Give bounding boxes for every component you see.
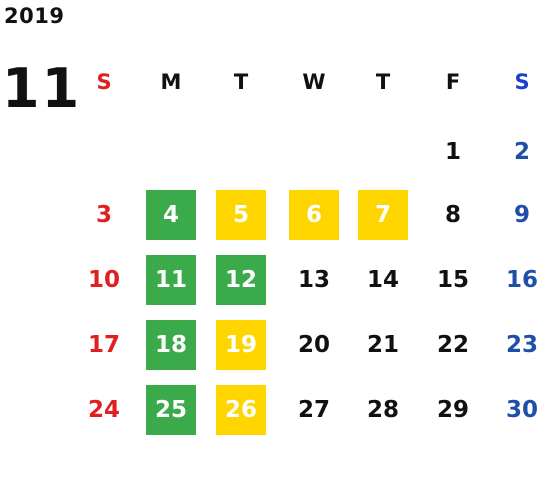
day-cell-5[interactable]: 5 xyxy=(216,190,266,240)
day-cell-15[interactable]: 15 xyxy=(436,267,469,293)
weekday-label-4: T xyxy=(375,70,391,94)
weekday-label-1: M xyxy=(160,70,182,94)
day-cell-14[interactable]: 14 xyxy=(366,267,399,293)
day-cell-17[interactable]: 17 xyxy=(87,332,120,358)
day-cell-16[interactable]: 16 xyxy=(505,267,538,293)
day-cell-24[interactable]: 24 xyxy=(87,397,120,423)
day-cell-29[interactable]: 29 xyxy=(436,397,469,423)
weekday-label-5: F xyxy=(445,70,461,94)
year-label: 2019 xyxy=(4,4,65,28)
weekday-label-2: T xyxy=(233,70,249,94)
day-cell-18[interactable]: 18 xyxy=(146,320,196,370)
day-cell-13[interactable]: 13 xyxy=(297,267,330,293)
day-cell-22[interactable]: 22 xyxy=(436,332,469,358)
day-cell-28[interactable]: 28 xyxy=(366,397,399,423)
day-cell-7[interactable]: 7 xyxy=(358,190,408,240)
weekday-label-0: S xyxy=(96,70,112,94)
day-cell-20[interactable]: 20 xyxy=(297,332,330,358)
day-cell-9[interactable]: 9 xyxy=(513,202,530,228)
day-cell-1[interactable]: 1 xyxy=(444,139,461,165)
month-number: 11 xyxy=(2,57,82,120)
day-cell-21[interactable]: 21 xyxy=(366,332,399,358)
day-cell-30[interactable]: 30 xyxy=(505,397,538,423)
weekday-label-3: W xyxy=(302,70,326,94)
day-cell-3[interactable]: 3 xyxy=(95,202,112,228)
day-cell-27[interactable]: 27 xyxy=(297,397,330,423)
weekday-label-6: S xyxy=(514,70,530,94)
day-cell-8[interactable]: 8 xyxy=(444,202,461,228)
day-cell-11[interactable]: 11 xyxy=(146,255,196,305)
day-cell-12[interactable]: 12 xyxy=(216,255,266,305)
day-cell-25[interactable]: 25 xyxy=(146,385,196,435)
day-cell-26[interactable]: 26 xyxy=(216,385,266,435)
day-cell-19[interactable]: 19 xyxy=(216,320,266,370)
day-cell-4[interactable]: 4 xyxy=(146,190,196,240)
day-cell-10[interactable]: 10 xyxy=(87,267,120,293)
day-cell-6[interactable]: 6 xyxy=(289,190,339,240)
day-cell-2[interactable]: 2 xyxy=(513,139,530,165)
day-cell-23[interactable]: 23 xyxy=(505,332,538,358)
